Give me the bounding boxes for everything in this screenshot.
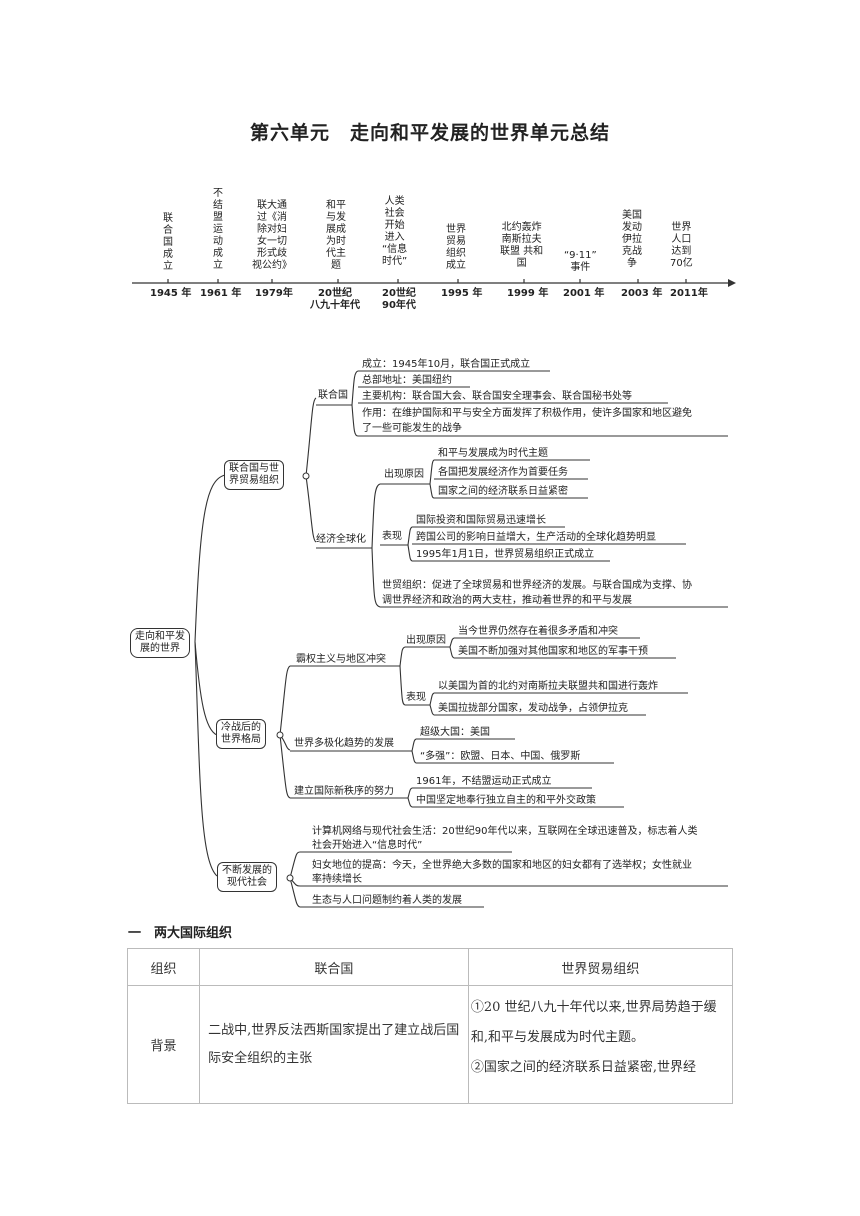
mm-un-item: 了一些可能发生的战争 [362, 423, 462, 434]
timeline-event: 联 合 国 成 立 [163, 213, 173, 272]
mm-h-show-item: 以美国为首的北约对南斯拉夫联盟共和国进行轰炸 [438, 681, 658, 692]
mm-society-item: 计算机网络与现代社会生活：20世纪90年代以来，互联网在全球迅速普及，标志着人类 [312, 826, 698, 837]
mm-h-cause-item: 当今世界仍然存在着很多矛盾和冲突 [458, 626, 618, 637]
timeline-event: 世界 贸易 组织 成立 [446, 224, 466, 271]
mm-un-item: 作用：在维护国际和平与安全方面发挥了积极作用，使许多国家和地区避免 [362, 408, 692, 419]
mm-society-item: 生态与人口问题制约着人类的发展 [312, 895, 462, 906]
table-header: 组织 [126, 948, 201, 986]
timeline-event: 人类 社会 开始 进入 “信息 时代” [382, 196, 408, 267]
mindmap-branch-un-wto: 联合国与世 界贸易组织 [224, 460, 284, 490]
timeline-year: 1995 年 [441, 288, 483, 299]
timeline-event: 和平 与发 展成 为时 代主 题 [326, 200, 346, 271]
table-header-row: 组织 联合国 世界贸易组织 [126, 948, 734, 986]
mm-multipolar: 世界多极化趋势的发展 [294, 738, 394, 749]
mm-multipolar-item: 超级大国：美国 [420, 727, 490, 738]
timeline-event: 联大通 过《消 除对妇 女一切 形式歧 视公约》 [252, 200, 292, 271]
mm-globalization: 经济全球化 [316, 534, 366, 545]
table-row: 背景 二战中,世界反法西斯国家提出了建立战后国际安全组织的主张 ①20 世纪八九… [126, 985, 734, 1104]
timeline-year: 1945 年 [150, 288, 192, 299]
mm-show-item: 跨国公司的影响日益增大，生产活动的全球化趋势明显 [416, 532, 656, 543]
table-header: 世界贸易组织 [467, 948, 734, 986]
timeline-axis [132, 279, 736, 287]
mm-society-item: 社会开始进入“信息时代” [312, 840, 423, 851]
mm-un-item: 成立：1945年10月，联合国正式成立 [362, 359, 531, 370]
row-label: 背景 [126, 985, 201, 1104]
mm-society-item: 率持续增长 [312, 874, 362, 885]
timeline-year: 1999 年 [507, 288, 549, 299]
mm-show-item: 1995年1月1日，世界贸易组织正式成立 [416, 549, 595, 560]
timeline-event: 世界 人口 达到 70亿 [670, 222, 693, 269]
mm-cause-item: 各国把发展经济作为首要任务 [438, 467, 568, 478]
mm-un-item: 总部地址：美国纽约 [362, 375, 452, 386]
mm-h-cause-item: 美国不断加强对其他国家和地区的军事干预 [458, 646, 648, 657]
wto-background-line: ①20 世纪八九十年代以来,世界局势趋于缓和,和平与发展成为时代主题。 [470, 1000, 717, 1045]
mm-show-label: 表现 [382, 531, 402, 542]
mm-cause-item: 国家之间的经济联系日益紧密 [438, 486, 568, 497]
mindmap-lines [194, 370, 728, 908]
mm-h-cause: 出现原因 [406, 635, 446, 646]
timeline-year: 2011年 [670, 288, 708, 299]
mm-un-label: 联合国 [318, 390, 348, 401]
mindmap-branch-modern-society: 不断发展的 现代社会 [217, 862, 277, 892]
timeline-year: 2001 年 [563, 288, 605, 299]
mm-h-show-item: 美国拉拢部分国家，发动战争，占领伊拉克 [438, 703, 628, 714]
mm-un-item: 主要机构：联合国大会、联合国安全理事会、联合国秘书处等 [362, 391, 632, 402]
timeline-event: 美国 发动 伊拉 克战 争 [622, 210, 642, 269]
timeline-event: “9·11” 事件 [564, 250, 597, 273]
mindmap-root: 走向和平发 展的世界 [130, 628, 190, 658]
wto-background: ①20 世纪八九十年代以来,世界局势趋于缓和,和平与发展成为时代主题。 ②国家之… [467, 985, 734, 1104]
mm-neworder-item: 中国坚定地奉行独立自主的和平外交政策 [416, 795, 596, 806]
timeline-year: 20世纪 八九十年代 [310, 288, 360, 311]
mm-cause-item: 和平与发展成为时代主题 [438, 448, 548, 459]
wto-background-line: ②国家之间的经济联系日益紧密,世界经 [470, 1060, 696, 1075]
timeline-year: 1979年 [255, 288, 293, 299]
mm-society-item: 妇女地位的提高：今天，全世界绝大多数的国家和地区的妇女都有了选举权；女性就业 [312, 860, 692, 871]
timeline-year: 20世纪 90年代 [382, 288, 416, 311]
mm-multipolar-item: “多强”：欧盟、日本、中国、俄罗斯 [420, 751, 581, 762]
mm-neworder: 建立国际新秩序的努力 [294, 786, 394, 797]
timeline-event: 北约轰炸 南斯拉夫 联盟 共和 国 [500, 222, 544, 269]
mm-wto-note: 世贸组织：促进了全球贸易和世界经济的发展。与联合国成为支撑、协 [382, 580, 692, 591]
mm-cause-label: 出现原因 [384, 469, 424, 480]
mindmap-branch-post-cold-war: 冷战后的 世界格局 [216, 719, 266, 749]
timeline-year: 1961 年 [200, 288, 242, 299]
table-header: 联合国 [199, 948, 469, 986]
section-title: 一 两大国际组织 [128, 926, 233, 941]
page-title: 第六单元 走向和平发展的世界单元总结 [249, 122, 610, 144]
mm-hegemony: 霸权主义与地区冲突 [296, 654, 386, 665]
organizations-table: 组织 联合国 世界贸易组织 背景 二战中,世界反法西斯国家提出了建立战后国际安全… [126, 948, 734, 1104]
un-background: 二战中,世界反法西斯国家提出了建立战后国际安全组织的主张 [199, 985, 469, 1104]
timeline-year: 2003 年 [621, 288, 663, 299]
mm-h-show: 表现 [406, 692, 426, 703]
mm-show-item: 国际投资和国际贸易迅速增长 [416, 515, 546, 526]
mm-wto-note: 调世界经济和政治的两大支柱，推动着世界的和平与发展 [382, 595, 632, 606]
mm-neworder-item: 1961年，不结盟运动正式成立 [416, 776, 552, 787]
timeline-event: 不 结 盟 运 动 成 立 [213, 188, 223, 271]
